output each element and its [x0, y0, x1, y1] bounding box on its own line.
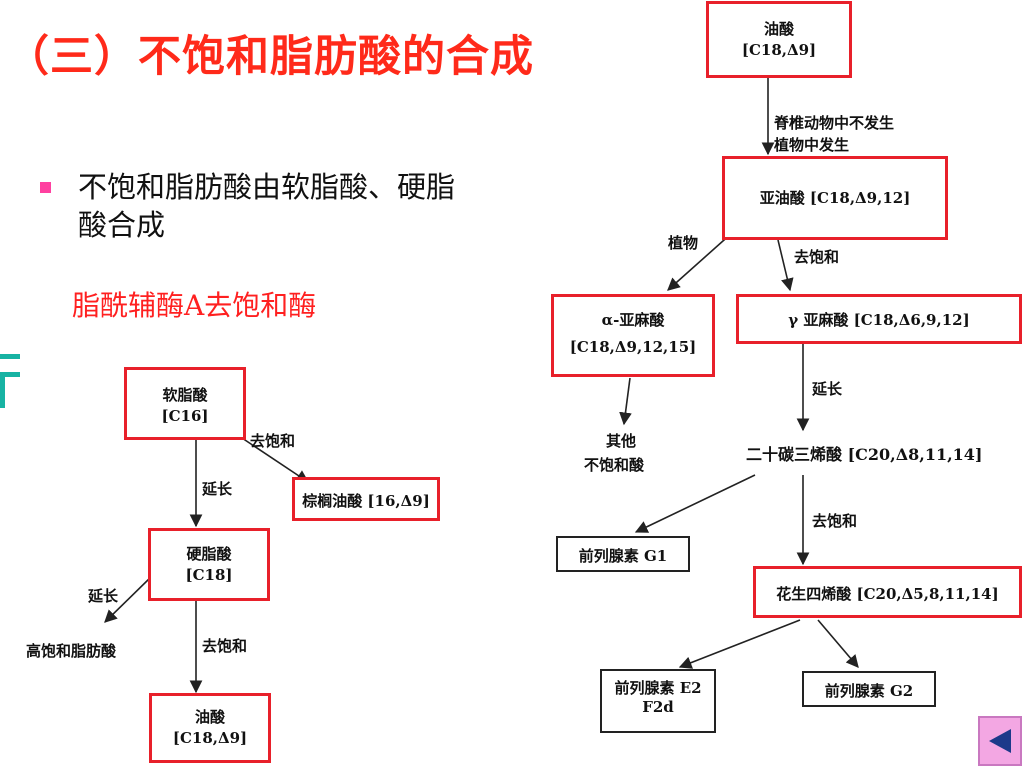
- node-alpha-linolenic-acid: α-亚麻酸 [C18,Δ9,12,15]: [551, 294, 715, 377]
- node-linoleic-acid: 亚油酸 [C18,Δ9,12]: [722, 156, 948, 240]
- node-palmitic-acid: 软脂酸 [C16]: [124, 367, 246, 440]
- edge-label-desat-b: 去饱和: [812, 512, 858, 530]
- edge-label-plant: 植物: [668, 234, 699, 252]
- enzyme-note: 脂酰辅酶A去饱和酶: [72, 289, 317, 322]
- node-prostaglandin-e2: 前列腺素 E2 F2d: [600, 669, 716, 733]
- node-gamma-linolenic-acid: γ 亚麻酸 [C18,Δ6,9,12]: [736, 294, 1022, 344]
- other-unsaturated-2: 不饱和酸: [584, 456, 645, 474]
- edge-label-elong2: 延长: [88, 587, 119, 605]
- node-oleic-acid-left: 油酸 [C18,Δ9]: [149, 693, 271, 763]
- node-eicosatrienoic-acid: 二十碳三烯酸 [C20,Δ8,11,14]: [746, 445, 983, 464]
- edge-label-elong1: 延长: [202, 480, 233, 498]
- note-vertebrates: 脊椎动物中不发生: [774, 114, 895, 132]
- square-bullet-icon: [40, 182, 51, 193]
- node-palmitoleic-acid: 棕榈油酸 [16,Δ9]: [292, 477, 440, 521]
- edge-label-desat-a: 去饱和: [794, 248, 840, 266]
- node-stearic-acid: 硬脂酸 [C18]: [148, 528, 270, 601]
- other-saturated-acids: 高饱和脂肪酸: [26, 642, 117, 660]
- back-button[interactable]: [978, 716, 1022, 766]
- slide-title: （三）不饱和脂肪酸的合成: [6, 32, 534, 82]
- node-prostaglandin-g2: 前列腺素 G2: [802, 671, 936, 707]
- edge-label-desat1: 去饱和: [250, 432, 296, 450]
- other-unsaturated-1: 其他: [606, 432, 637, 450]
- node-prostaglandin-g1: 前列腺素 G1: [556, 536, 690, 572]
- bullet-text: 不饱和脂肪酸由软脂酸、硬脂酸合成: [78, 170, 456, 242]
- node-arachidonic-acid: 花生四烯酸 [C20,Δ5,8,11,14]: [753, 566, 1022, 618]
- note-plants: 植物中发生: [774, 136, 850, 154]
- edge-label-elong: 延长: [812, 380, 843, 398]
- node-oleic-acid-right: 油酸 [C18,Δ9]: [706, 1, 852, 78]
- decorative-bracket-icon: [0, 354, 20, 408]
- back-arrow-icon: [989, 729, 1011, 753]
- edge-label-desat2: 去饱和: [202, 637, 248, 655]
